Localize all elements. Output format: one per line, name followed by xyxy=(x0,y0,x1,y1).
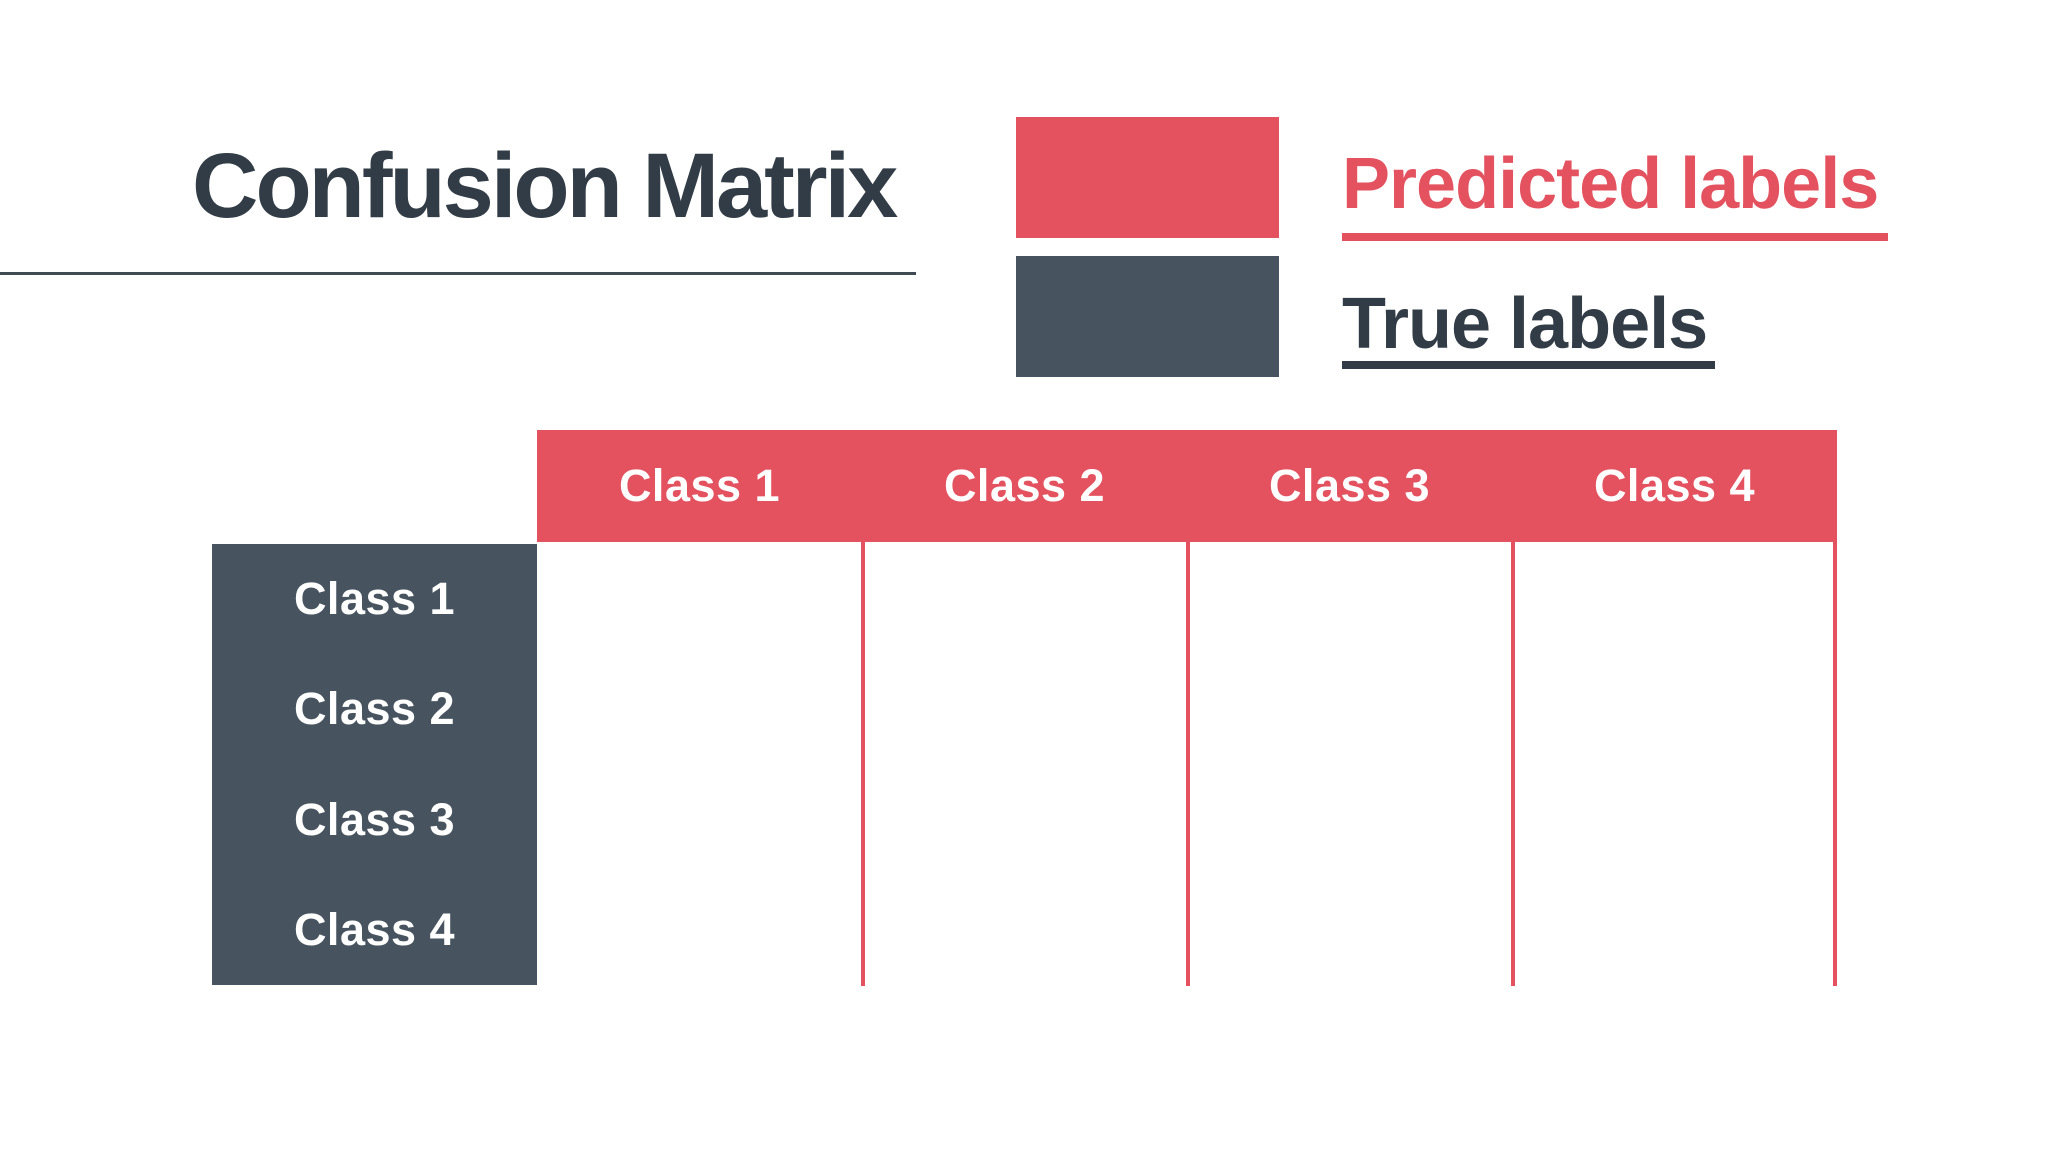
column-divider-line-2 xyxy=(1186,542,1190,986)
true-labels-swatch xyxy=(1016,256,1279,377)
matrix-grid-area xyxy=(537,542,1837,986)
true-labels-legend-label: True labels xyxy=(1342,288,1716,369)
header-cell-class-1: Class 1 xyxy=(618,460,781,511)
predicted-labels-legend-label: Predicted labels xyxy=(1342,148,1889,241)
column-divider-line-4 xyxy=(1833,542,1837,986)
page-title: Confusion Matrix xyxy=(192,135,898,237)
true-labels-column: Class 1 Class 2 Class 3 Class 4 xyxy=(212,544,537,985)
predicted-labels-swatch xyxy=(1016,117,1279,238)
header-cell-class-3: Class 3 xyxy=(1268,460,1431,511)
row-label-class-2: Class 2 xyxy=(293,683,456,735)
row-label-class-4: Class 4 xyxy=(293,903,456,955)
header-cell-class-2: Class 2 xyxy=(943,460,1106,511)
row-label-class-1: Class 1 xyxy=(293,573,456,625)
row-label-class-3: Class 3 xyxy=(293,793,456,845)
title-underline-rule xyxy=(0,272,916,275)
header-cell-class-4: Class 4 xyxy=(1593,460,1756,511)
column-divider-line-1 xyxy=(861,542,865,986)
predicted-labels-header-row: Class 1 Class 2 Class 3 Class 4 xyxy=(537,430,1837,542)
column-divider-line-3 xyxy=(1511,542,1515,986)
